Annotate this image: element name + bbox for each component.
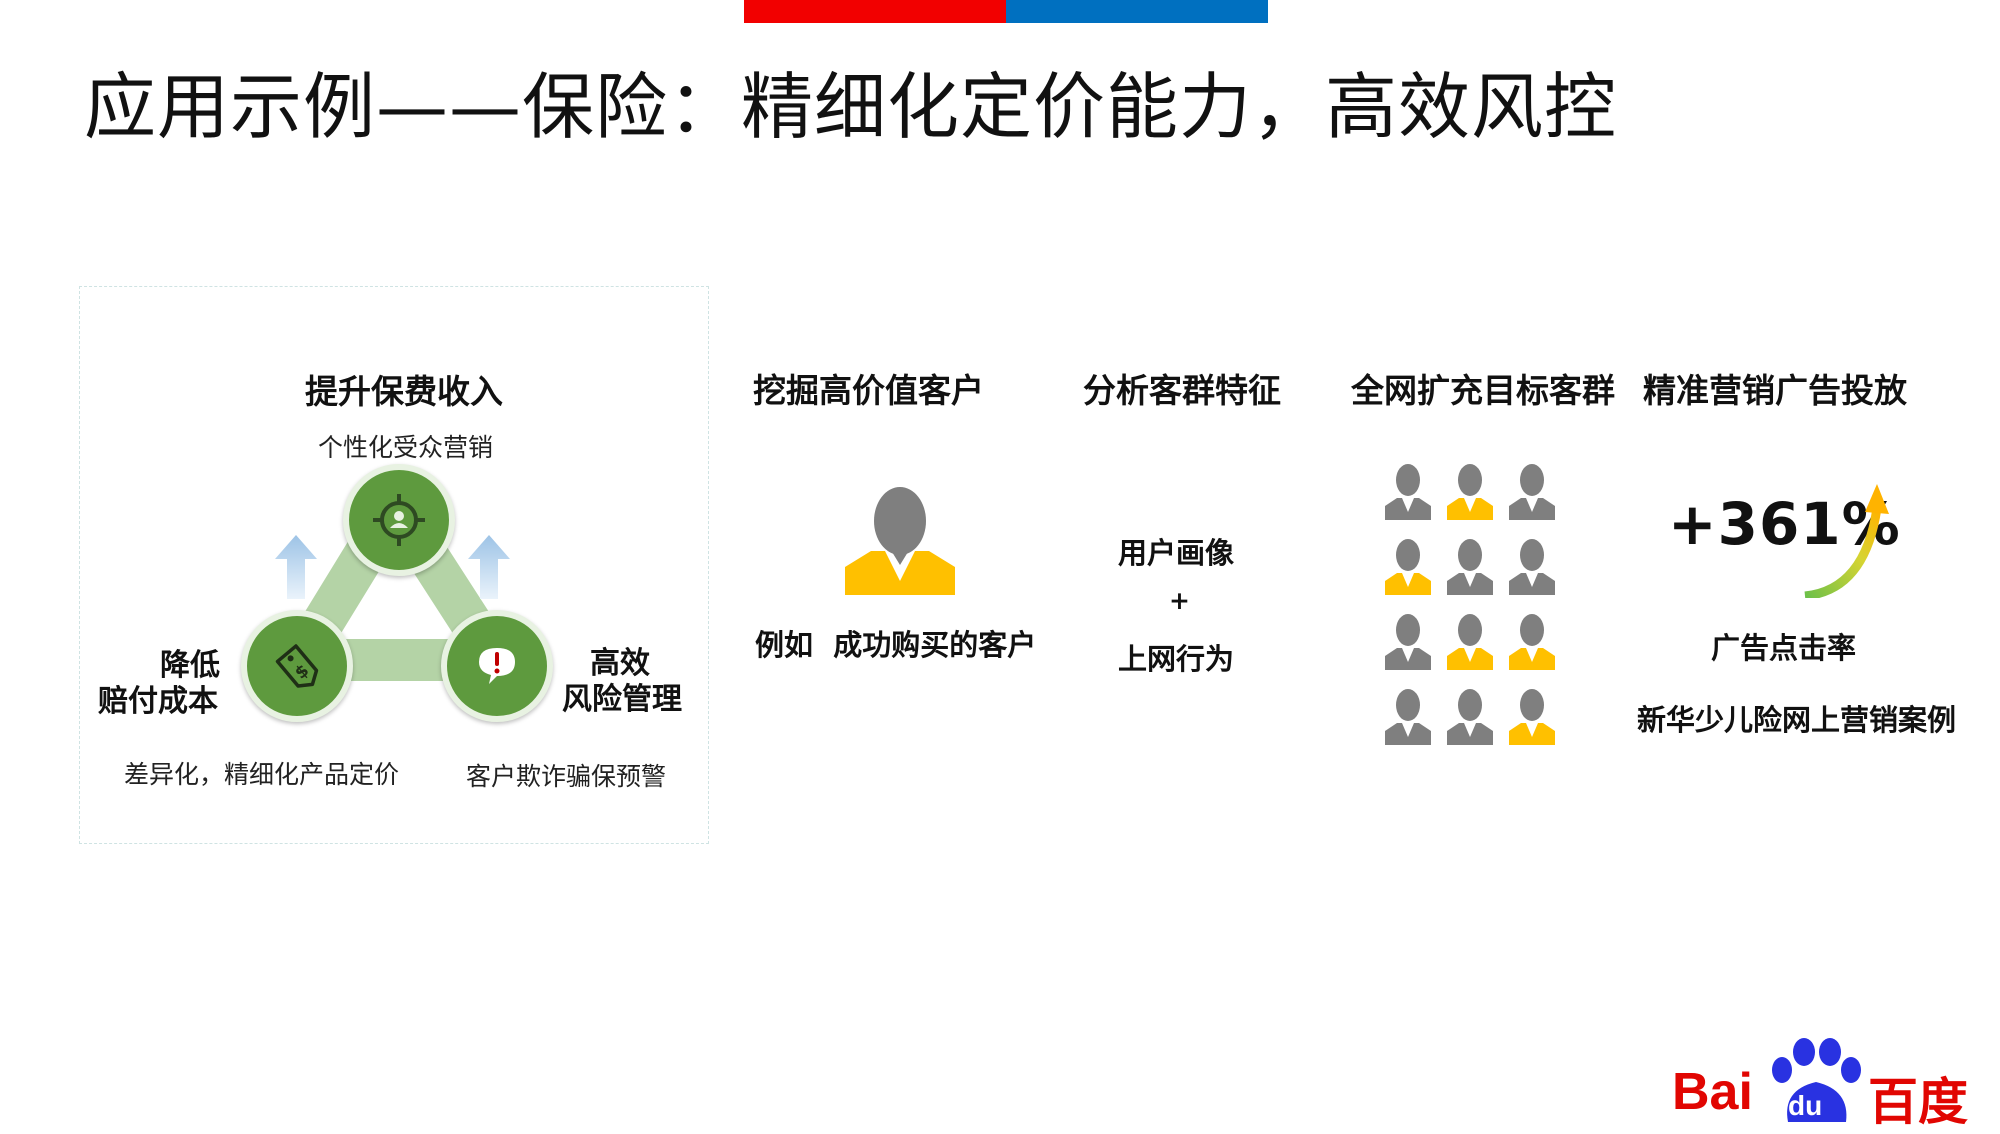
up-arrow-icon — [468, 535, 510, 599]
person-icon — [845, 487, 955, 595]
logo-text-left: Bai — [1672, 1063, 1753, 1121]
diagram-left-subtitle: 差异化，精细化产品定价 — [124, 760, 400, 789]
diagram-right-title-line2: 风险管理 — [562, 682, 682, 717]
diagram-right-title-line1: 高效 — [590, 646, 650, 681]
case-caption: 新华少儿险网上营销案例 — [1637, 703, 1957, 737]
crowd-person-icon — [1385, 539, 1431, 595]
diagram-top-subtitle: 个性化受众营销 — [318, 433, 494, 462]
crowd-grid — [1385, 464, 1555, 745]
diagram-right-subtitle: 客户欺诈骗保预警 — [466, 762, 667, 791]
step-heading-2: 分析客群特征 — [1083, 371, 1281, 410]
diagram-left-title-line1: 降低 — [160, 648, 220, 683]
top-accent-bar-red — [744, 0, 1006, 23]
crowd-person-icon — [1385, 464, 1431, 520]
alert-speech-icon — [441, 610, 553, 722]
crowd-person-icon — [1385, 614, 1431, 670]
crowd-person-icon — [1509, 689, 1555, 745]
price-tag-dollar-icon: $ — [241, 610, 353, 722]
up-arrow-icon — [275, 535, 317, 599]
page-title: 应用示例——保险：精细化定价能力，高效风控 — [84, 65, 1618, 149]
step-heading-4: 精准营销广告投放 — [1643, 371, 1907, 410]
logo-text-paw: du — [1788, 1090, 1823, 1121]
target-person-icon — [343, 464, 455, 576]
growth-arrow-icon — [1804, 484, 1889, 598]
crowd-person-icon — [1385, 689, 1431, 745]
step2-line2: 上网行为 — [1118, 642, 1235, 676]
step-heading-3: 全网扩充目标客群 — [1351, 371, 1615, 410]
click-rate-label: 广告点击率 — [1711, 631, 1857, 665]
diagram-top-title: 提升保费收入 — [305, 372, 503, 411]
step-caption-1: 例如 成功购买的客户 — [755, 628, 1037, 662]
crowd-person-icon — [1509, 539, 1555, 595]
paw-icon — [1772, 1038, 1861, 1122]
diagram-panel — [79, 286, 709, 844]
click-rate-metric: +361% — [1668, 490, 1901, 558]
triangle-connector — [279, 484, 516, 681]
crowd-person-icon — [1509, 614, 1555, 670]
step2-line1: 用户画像 — [1118, 536, 1235, 570]
crowd-person-icon — [1509, 464, 1555, 520]
top-accent-bar-blue — [1006, 0, 1268, 23]
step2-plus: + — [1169, 586, 1190, 615]
logo-text-right: 百度 — [1868, 1073, 1968, 1131]
crowd-person-icon — [1447, 614, 1493, 670]
crowd-person-icon — [1447, 464, 1493, 520]
step-heading-1: 挖掘高价值客户 — [753, 371, 984, 410]
crowd-person-icon — [1447, 539, 1493, 595]
crowd-person-icon — [1447, 689, 1493, 745]
diagram-left-title-line2: 赔付成本 — [98, 684, 218, 719]
